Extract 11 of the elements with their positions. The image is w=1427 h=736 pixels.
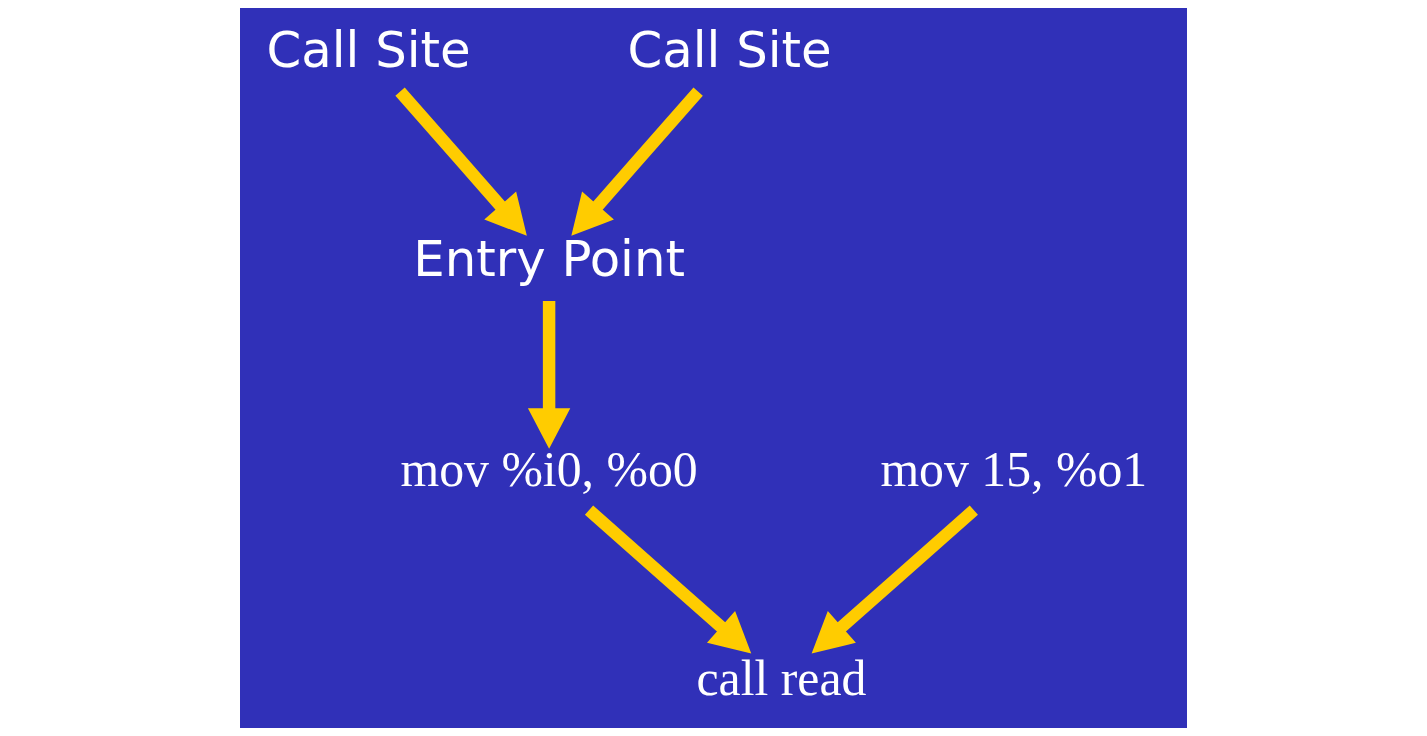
node-text: Call Site xyxy=(266,20,471,79)
node-text: Call Site xyxy=(627,20,832,79)
node-text: call read xyxy=(696,651,867,707)
arrow xyxy=(395,87,527,236)
arrow xyxy=(584,505,752,654)
node-text: Entry Point xyxy=(413,230,685,289)
node-text: mov 15, %o1 xyxy=(880,441,1148,497)
arrow xyxy=(527,301,571,449)
arrow xyxy=(811,505,978,654)
arrow xyxy=(571,87,703,236)
node-text: mov %i0, %o0 xyxy=(400,441,698,497)
